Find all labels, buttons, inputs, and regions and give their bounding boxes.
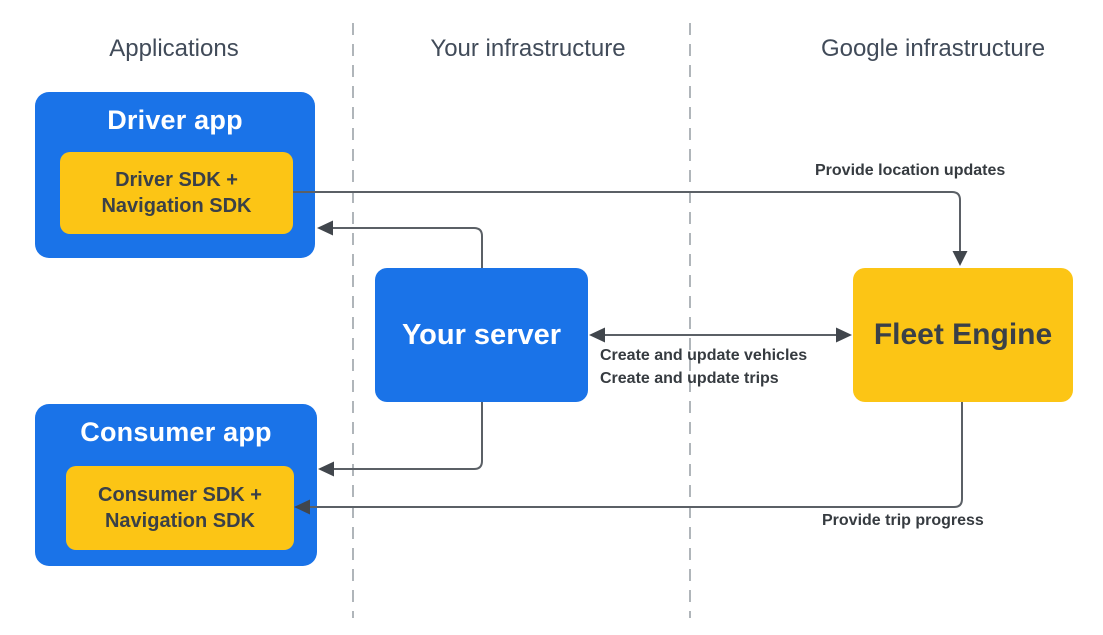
label-create-and-update-vehicles: Create and update vehicles xyxy=(600,347,808,364)
driver-sdk-line2: Navigation SDK xyxy=(101,195,252,217)
column-header-google-infrastructure: Google infrastructure xyxy=(820,35,1046,62)
edge-your-server-to-consumer-app xyxy=(318,402,483,477)
consumer-sdk-line1: Consumer SDK + xyxy=(98,484,262,506)
label-create-and-update-trips: Create and update trips xyxy=(600,370,779,387)
edge-fleet-engine-to-consumer-sdk xyxy=(294,402,963,515)
consumer-app-title: Consumer app xyxy=(80,417,272,447)
edge-driver-sdk-to-fleet-engine xyxy=(293,191,968,266)
column-header-your-infrastructure: Your infrastructure xyxy=(430,35,626,62)
edge-your-server-fleet-engine-bidirectional xyxy=(589,327,852,343)
arrowhead-left xyxy=(318,461,334,477)
driver-sdk-box: Driver SDK + Navigation SDK xyxy=(60,152,293,234)
arrowhead-left xyxy=(317,220,333,236)
label-provide-location-updates: Provide location updates xyxy=(815,162,1006,179)
column-header-applications: Applications xyxy=(109,35,239,62)
fleet-engine-box: Fleet Engine xyxy=(853,268,1073,402)
arrowhead-left xyxy=(589,327,605,343)
label-provide-trip-progress: Provide trip progress xyxy=(822,512,984,529)
driver-app-box: Driver app Driver SDK + Navigation SDK xyxy=(35,92,315,258)
edge-your-server-to-driver-app xyxy=(317,220,483,268)
consumer-sdk-box: Consumer SDK + Navigation SDK xyxy=(66,466,294,550)
consumer-sdk-line2: Navigation SDK xyxy=(104,510,256,532)
arrowhead-right xyxy=(836,327,852,343)
arrowhead-down xyxy=(952,251,968,266)
consumer-app-box: Consumer app Consumer SDK + Navigation S… xyxy=(35,404,317,566)
your-server-box: Your server xyxy=(375,268,588,402)
driver-app-title: Driver app xyxy=(107,105,243,135)
driver-sdk-line1: Driver SDK + xyxy=(115,169,238,191)
